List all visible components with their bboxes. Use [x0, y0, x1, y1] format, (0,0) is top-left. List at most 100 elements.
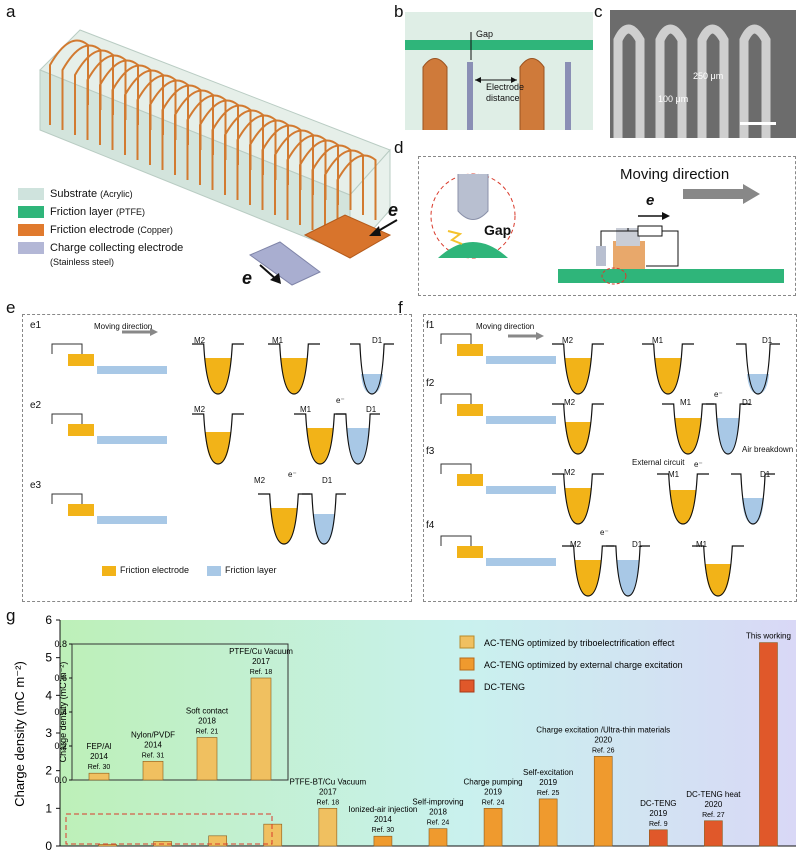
legend-e-friction-layer: Friction layer	[225, 565, 277, 575]
swatch-charge-collector	[18, 242, 44, 254]
chart-bar-label: DC-TENG	[640, 799, 676, 808]
legend-substrate-label: Substrate	[50, 188, 98, 200]
well-label-f3-m1: M1	[668, 470, 680, 479]
device-3d-illustration	[39, 29, 392, 286]
panel-label-a: a	[6, 2, 16, 21]
swatch-friction-layer	[18, 206, 44, 218]
well-label-e2-d1: D1	[366, 405, 377, 414]
inset-bar-label: 2018	[198, 717, 216, 726]
chart-bar-label: Ref. 26	[592, 747, 615, 754]
potential-well	[552, 473, 604, 525]
electron-label-e3: e⁻	[288, 470, 297, 479]
potential-well	[192, 343, 244, 395]
well-label-e1-m1: M1	[272, 336, 284, 345]
friction-layer-strip	[486, 486, 556, 494]
panel-a-legend: Substrate (Acrylic) Friction layer (PTFE…	[18, 185, 183, 267]
moving-direction-d: Moving direction	[620, 166, 730, 183]
chart-bar-label: 2018	[429, 808, 447, 817]
chart-y-tick-label: 5	[45, 651, 52, 665]
well-fill	[313, 514, 335, 544]
potential-well	[258, 493, 310, 545]
well-fill	[347, 428, 369, 464]
panel-f-illustration	[440, 332, 780, 597]
chart-bar-label: Charge pumping	[463, 777, 522, 786]
electron-label-f4: e⁻	[600, 528, 609, 537]
chart-y-tick-label: 1	[45, 801, 52, 815]
well-fill	[281, 358, 307, 394]
legend-friction-electrode: Friction electrode (Copper)	[18, 221, 183, 239]
sem-dim-250: 250 μm	[693, 71, 724, 81]
well-fill	[717, 418, 739, 454]
well-fill	[575, 560, 601, 596]
chart-bar-label: 2020	[594, 735, 612, 744]
chart-legend-swatch-1	[459, 657, 475, 671]
panel-label-c: c	[594, 2, 603, 21]
well-fill	[565, 488, 591, 524]
chart-bar-label: Ref. 25	[537, 790, 560, 797]
legend-substrate-note: (Acrylic)	[100, 189, 133, 199]
potential-well	[692, 545, 744, 597]
chart-y-tick-label: 4	[45, 688, 52, 702]
well-fill	[617, 560, 639, 596]
chart-bar-label: This working	[746, 632, 791, 641]
swatch-substrate	[18, 188, 44, 200]
circuit-wire	[440, 393, 472, 404]
panel-label-f: f	[398, 298, 403, 317]
chart-bar	[98, 844, 117, 847]
well-fill	[675, 418, 701, 454]
inset-bar-label: Nylon/PVDF	[131, 730, 175, 739]
electron-label-e2: e⁻	[336, 396, 345, 405]
circuit-wire	[51, 413, 83, 424]
well-fill	[205, 358, 231, 394]
electron-label-d: e	[646, 192, 655, 209]
inset-y-tick-label: 0.6	[54, 673, 67, 683]
well-label-f2-m2: M2	[564, 398, 576, 407]
potential-well	[736, 343, 780, 395]
well-label-f2-m1: M1	[680, 398, 692, 407]
chart-legend-label-2: DC-TENG	[484, 682, 525, 692]
chart-bar-label: Ref. 9	[649, 821, 668, 828]
friction-electrode-block	[457, 344, 483, 356]
chart-bar-label: PTFE-BT/Cu Vacuum	[289, 777, 366, 786]
well-fill	[565, 422, 591, 454]
chart-bar-label: 2014	[374, 815, 392, 824]
legend-e-friction-electrode: Friction electrode	[120, 565, 190, 575]
well-label-f4-m2: M2	[570, 540, 582, 549]
electron-label-top: e	[388, 200, 399, 220]
friction-layer-strip	[97, 516, 167, 524]
chart-bar-label: Ref. 18	[317, 799, 340, 806]
inset-bar-label: 2014	[90, 752, 108, 761]
well-label-f4-d1: D1	[632, 540, 643, 549]
moving-direction-e: Moving direction	[94, 322, 153, 331]
row-label-f1: f1	[426, 320, 435, 331]
panel-e-illustration	[51, 328, 394, 576]
gap-label-b: Gap	[476, 29, 494, 39]
chart-y-axis-label: Charge density (mC m⁻²)	[12, 661, 27, 807]
row-label-e2: e2	[30, 400, 42, 411]
inset-bar-label: Ref. 21	[196, 729, 219, 736]
chart-bar-label: Ref. 24	[482, 799, 505, 806]
electron-arrows	[259, 219, 398, 284]
chart-y-tick-label: 0	[45, 839, 52, 853]
chart-bar	[704, 820, 723, 847]
row-label-f2: f2	[426, 378, 435, 389]
inset-y-tick-label: 0.0	[54, 775, 67, 785]
inset-highlight-box	[65, 813, 273, 845]
electron-label-f3: e⁻	[694, 460, 703, 469]
chart-bar-label: Ref. 30	[372, 827, 395, 834]
circuit-wire	[51, 343, 83, 354]
chart-bar-label: DC-TENG heat	[686, 790, 741, 799]
chart-y-tick-label: 2	[45, 764, 52, 778]
panel-f-frame	[423, 314, 797, 602]
chart-bar-label: Ionized-air injection	[348, 805, 417, 814]
chart-y-tick-label: 3	[45, 726, 52, 740]
well-label-f1-d1: D1	[762, 336, 773, 345]
chart-legend-label-1: AC-TENG optimized by external charge exc…	[484, 660, 683, 670]
friction-electrode-block	[68, 504, 94, 516]
chart-bar-label: Charge excitation /Ultra-thin materials	[536, 725, 670, 734]
chart-bar	[208, 835, 227, 847]
well-fill	[742, 498, 764, 524]
chart-bar-label: 2019	[649, 809, 667, 818]
potential-well	[294, 413, 346, 465]
chart-bar	[263, 823, 283, 847]
